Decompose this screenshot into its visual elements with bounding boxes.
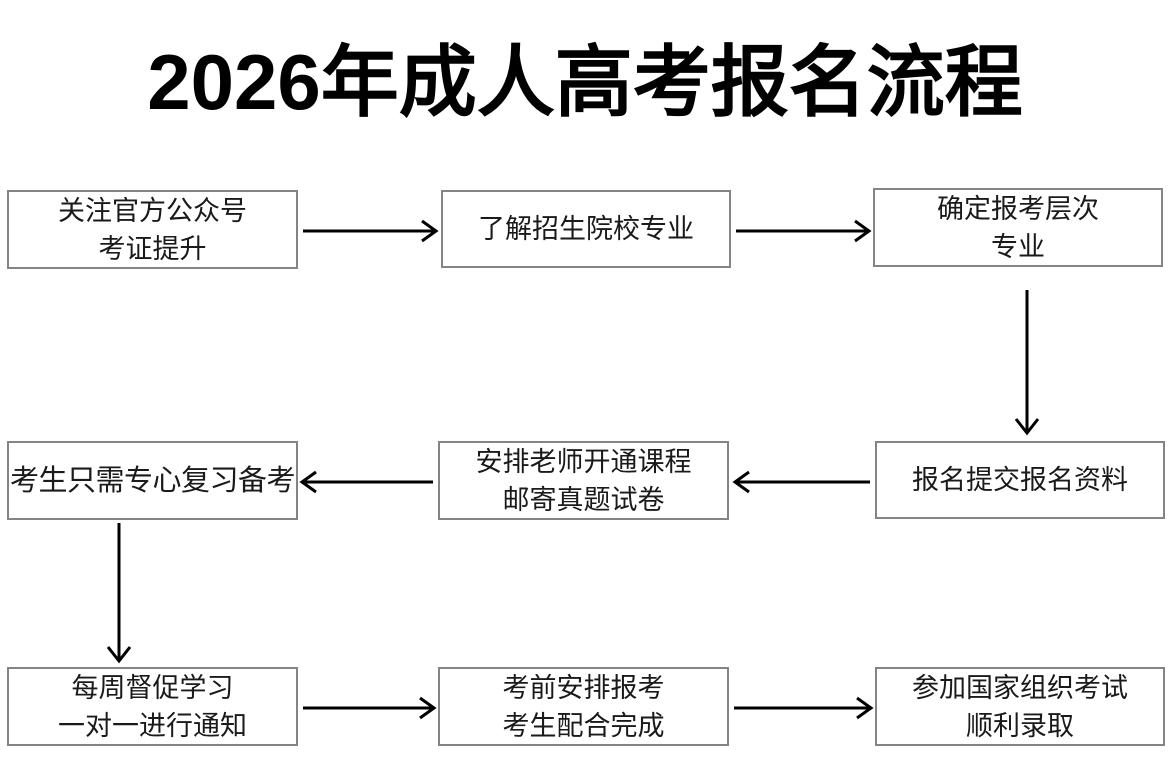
flow-node-9-line-2: 顺利录取 xyxy=(966,710,1074,741)
flow-node-5[interactable]: 安排老师开通课程 邮寄真题试卷 xyxy=(438,441,729,520)
arrow-node8-to-node9 xyxy=(734,696,874,720)
flow-node-2[interactable]: 了解招生院校专业 xyxy=(441,190,731,268)
flow-node-7-line-1: 每周督促学习 xyxy=(71,672,234,703)
flow-node-9-line-1: 参加国家组织考试 xyxy=(912,672,1128,703)
arrow-node6-to-node5 xyxy=(732,470,870,494)
flow-node-8[interactable]: 考前安排报考 考生配合完成 xyxy=(438,667,729,746)
page-title: 2026年成人高考报名流程 xyxy=(147,38,1023,126)
flow-node-5-line-2: 邮寄真题试卷 xyxy=(502,484,665,515)
flow-node-1-line-1: 关注官方公众号 xyxy=(58,195,247,226)
arrow-node7-to-node8 xyxy=(303,696,437,720)
flow-node-1[interactable]: 关注官方公众号 考证提升 xyxy=(7,190,298,269)
arrow-node2-to-node3 xyxy=(736,219,872,243)
flow-node-3-line-2: 专业 xyxy=(991,231,1045,262)
flow-node-4-line-1: 考生只需专心复习备考 xyxy=(9,464,296,497)
flow-node-4[interactable]: 考生只需专心复习备考 xyxy=(7,441,298,520)
flow-node-6[interactable]: 报名提交报名资料 xyxy=(875,441,1165,519)
flow-node-7-line-2: 一对一进行通知 xyxy=(58,710,247,741)
flow-node-3[interactable]: 确定报考层次 专业 xyxy=(873,188,1163,267)
flow-node-7[interactable]: 每周督促学习 一对一进行通知 xyxy=(7,667,298,746)
arrow-node5-to-node4 xyxy=(299,470,433,494)
flow-node-8-line-2: 考生配合完成 xyxy=(502,710,665,741)
arrow-node4-to-node7 xyxy=(106,523,132,664)
flow-node-1-line-2: 考证提升 xyxy=(98,233,207,264)
flow-node-6-line-1: 报名提交报名资料 xyxy=(912,465,1128,495)
flow-node-3-line-1: 确定报考层次 xyxy=(937,193,1099,224)
arrow-node1-to-node2 xyxy=(303,219,439,243)
flow-node-2-line-1: 了解招生院校专业 xyxy=(478,214,694,244)
arrow-node3-to-node6 xyxy=(1014,290,1040,436)
flow-node-9[interactable]: 参加国家组织考试 顺利录取 xyxy=(875,667,1165,746)
flow-node-8-line-1: 考前安排报考 xyxy=(502,672,665,703)
flow-node-5-line-1: 安排老师开通课程 xyxy=(475,446,692,477)
